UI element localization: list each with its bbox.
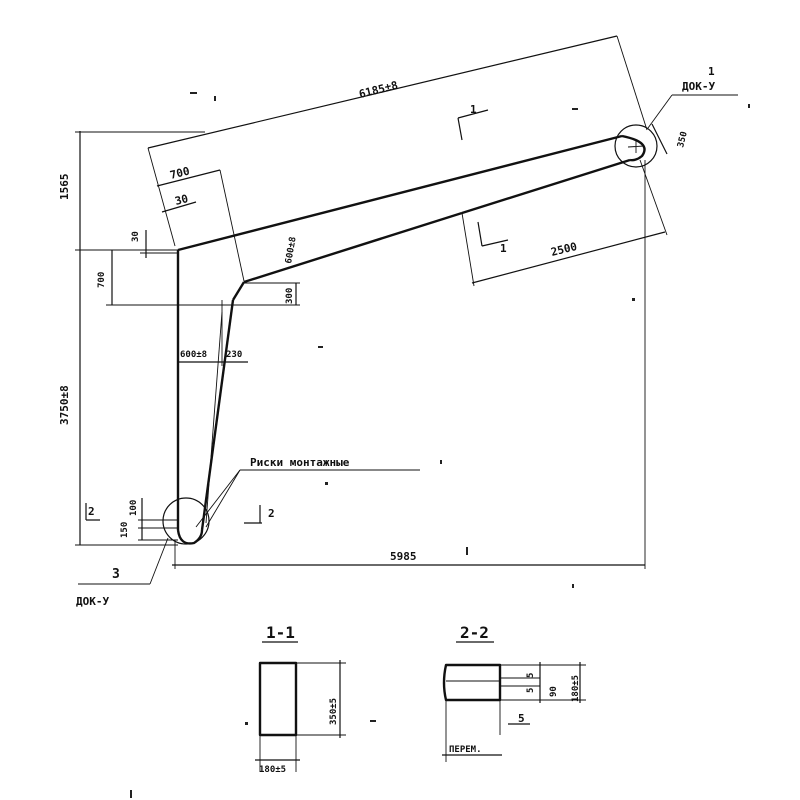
dim-2500: 2500 (550, 240, 579, 259)
dim-230: 230 (226, 350, 242, 360)
dim-top-length: 6185±8 (358, 79, 400, 101)
dim-700-vert: 700 (97, 272, 107, 288)
cut2-left-label: 2 (88, 505, 95, 518)
section-2-2-height: 180±5 (571, 675, 581, 702)
node-1-callout: 1 ДОК-У (647, 65, 738, 129)
dim-350-end: 350 (676, 131, 690, 149)
section-1-1-height: 350±5 (329, 698, 339, 725)
node1-number: 1 (708, 65, 715, 78)
node1-doc: ДОК-У (682, 80, 715, 93)
section-2-2-5c: 5 (518, 712, 525, 725)
cut2-right-label: 2 (268, 507, 275, 520)
section-2-2-90: 90 (549, 686, 559, 697)
cut-mark-2-2: 2 2 (85, 503, 275, 524)
section-2-2-5a: 5 (526, 673, 536, 678)
mounting-marks-callout: Риски монтажные (195, 456, 420, 528)
dim-bottom-length: 5985 (390, 550, 417, 563)
dimension-texts: 6185±8 1565 700 30 30 700 600±8 300 600±… (58, 79, 690, 563)
dim-left-height-lower: 3750±8 (58, 385, 71, 425)
section-1-1-title: 1-1 (266, 623, 295, 642)
dim-300: 300 (285, 288, 295, 304)
dimension-lines (75, 35, 668, 569)
dim-600-horiz: 600±8 (180, 350, 207, 360)
node3-number: 3 (112, 567, 120, 582)
section-2-2-note: ПЕРЕМ. (449, 745, 482, 755)
cut1-top-label: 1 (470, 103, 477, 116)
beam-outline (176, 134, 646, 545)
scan-specks (130, 92, 750, 798)
dim-30-top: 30 (174, 192, 190, 208)
dim-100: 100 (129, 500, 139, 516)
dim-600-diag: 600±8 (284, 236, 299, 264)
node-3-circle (162, 497, 210, 545)
cut1-bottom-label: 1 (500, 242, 507, 255)
dim-left-height-upper: 1565 (58, 174, 71, 201)
dim-30-vert: 30 (131, 231, 141, 242)
dim-700-top: 700 (169, 164, 191, 181)
node-3-callout: 3 ДОК-У (76, 537, 169, 608)
node3-doc: ДОК-У (76, 595, 109, 608)
section-2-2-title: 2-2 (460, 623, 489, 642)
mounting-marks-label: Риски монтажные (250, 456, 350, 469)
section-1-1-width: 180±5 (259, 765, 286, 775)
section-1-1: 1-1 350±5 180±5 (255, 623, 346, 775)
dim-150: 150 (120, 522, 130, 538)
node-1-circle (614, 124, 658, 168)
section-2-2-5b: 5 (526, 688, 536, 693)
cut-mark-1-1: 1 1 (457, 103, 509, 255)
section-2-2: 2-2 5 5 90 180±5 5 ПЕРЕМ. (442, 623, 586, 762)
